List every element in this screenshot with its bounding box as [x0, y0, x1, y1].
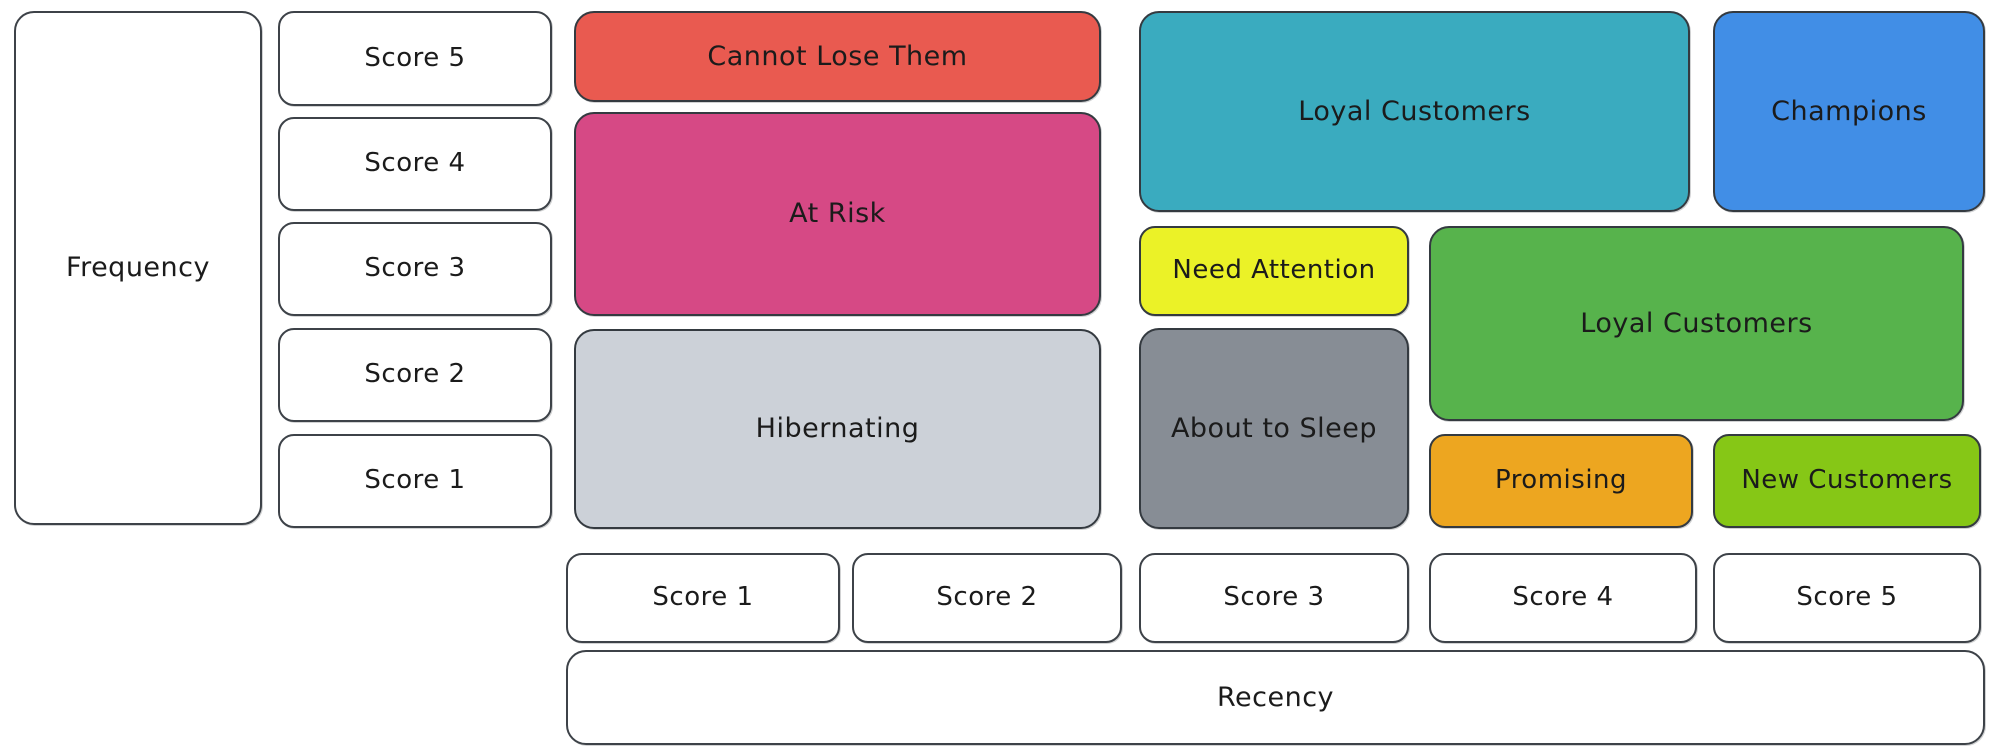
- segment-new-customers: New Customers: [1713, 434, 1981, 528]
- recency-axis-box: Recency: [566, 650, 1985, 745]
- frequency-score-3-label: Score 3: [364, 253, 466, 284]
- segment-at-risk-label: At Risk: [789, 198, 886, 230]
- recency-score-4: Score 4: [1429, 553, 1697, 643]
- segment-about-to-sleep-label: About to Sleep: [1170, 412, 1378, 444]
- segment-need-attention-label: Need Attention: [1172, 255, 1376, 286]
- recency-score-3: Score 3: [1139, 553, 1409, 643]
- frequency-score-4: Score 4: [278, 117, 552, 211]
- segment-hibernating: Hibernating: [574, 329, 1101, 529]
- recency-score-1-label: Score 1: [652, 582, 754, 613]
- recency-score-2: Score 2: [852, 553, 1122, 643]
- frequency-axis-box: Frequency: [14, 11, 262, 525]
- segment-loyal-customers-teal-label: Loyal Customers: [1298, 95, 1531, 127]
- segment-at-risk: At Risk: [574, 112, 1101, 316]
- segment-loyal-customers-green-label: Loyal Customers: [1580, 307, 1813, 339]
- frequency-score-4-label: Score 4: [364, 148, 466, 179]
- recency-score-5: Score 5: [1713, 553, 1981, 643]
- recency-score-5-label: Score 5: [1796, 582, 1898, 613]
- recency-score-1: Score 1: [566, 553, 840, 643]
- segment-loyal-customers-green: Loyal Customers: [1429, 226, 1964, 421]
- recency-score-3-label: Score 3: [1223, 582, 1325, 613]
- segment-promising: Promising: [1429, 434, 1693, 528]
- segment-champions: Champions: [1713, 11, 1985, 212]
- segment-need-attention: Need Attention: [1139, 226, 1409, 316]
- frequency-score-2-label: Score 2: [364, 359, 466, 390]
- frequency-score-3: Score 3: [278, 222, 552, 316]
- segment-promising-label: Promising: [1494, 465, 1628, 496]
- segment-new-customers-label: New Customers: [1741, 465, 1953, 496]
- frequency-axis-label: Frequency: [66, 252, 210, 284]
- recency-score-4-label: Score 4: [1512, 582, 1614, 613]
- segment-hibernating-label: Hibernating: [755, 413, 920, 445]
- segment-cannot-lose-them-label: Cannot Lose Them: [707, 40, 968, 72]
- frequency-score-2: Score 2: [278, 328, 552, 422]
- segment-champions-label: Champions: [1771, 95, 1927, 127]
- recency-score-2-label: Score 2: [936, 582, 1038, 613]
- recency-axis-label: Recency: [1216, 681, 1335, 713]
- segment-about-to-sleep: About to Sleep: [1139, 328, 1409, 529]
- frequency-score-1-label: Score 1: [364, 465, 466, 496]
- frequency-score-5: Score 5: [278, 11, 552, 106]
- segment-loyal-customers-teal: Loyal Customers: [1139, 11, 1690, 212]
- frequency-score-5-label: Score 5: [364, 42, 466, 73]
- frequency-score-1: Score 1: [278, 434, 552, 528]
- segment-cannot-lose-them: Cannot Lose Them: [574, 11, 1101, 102]
